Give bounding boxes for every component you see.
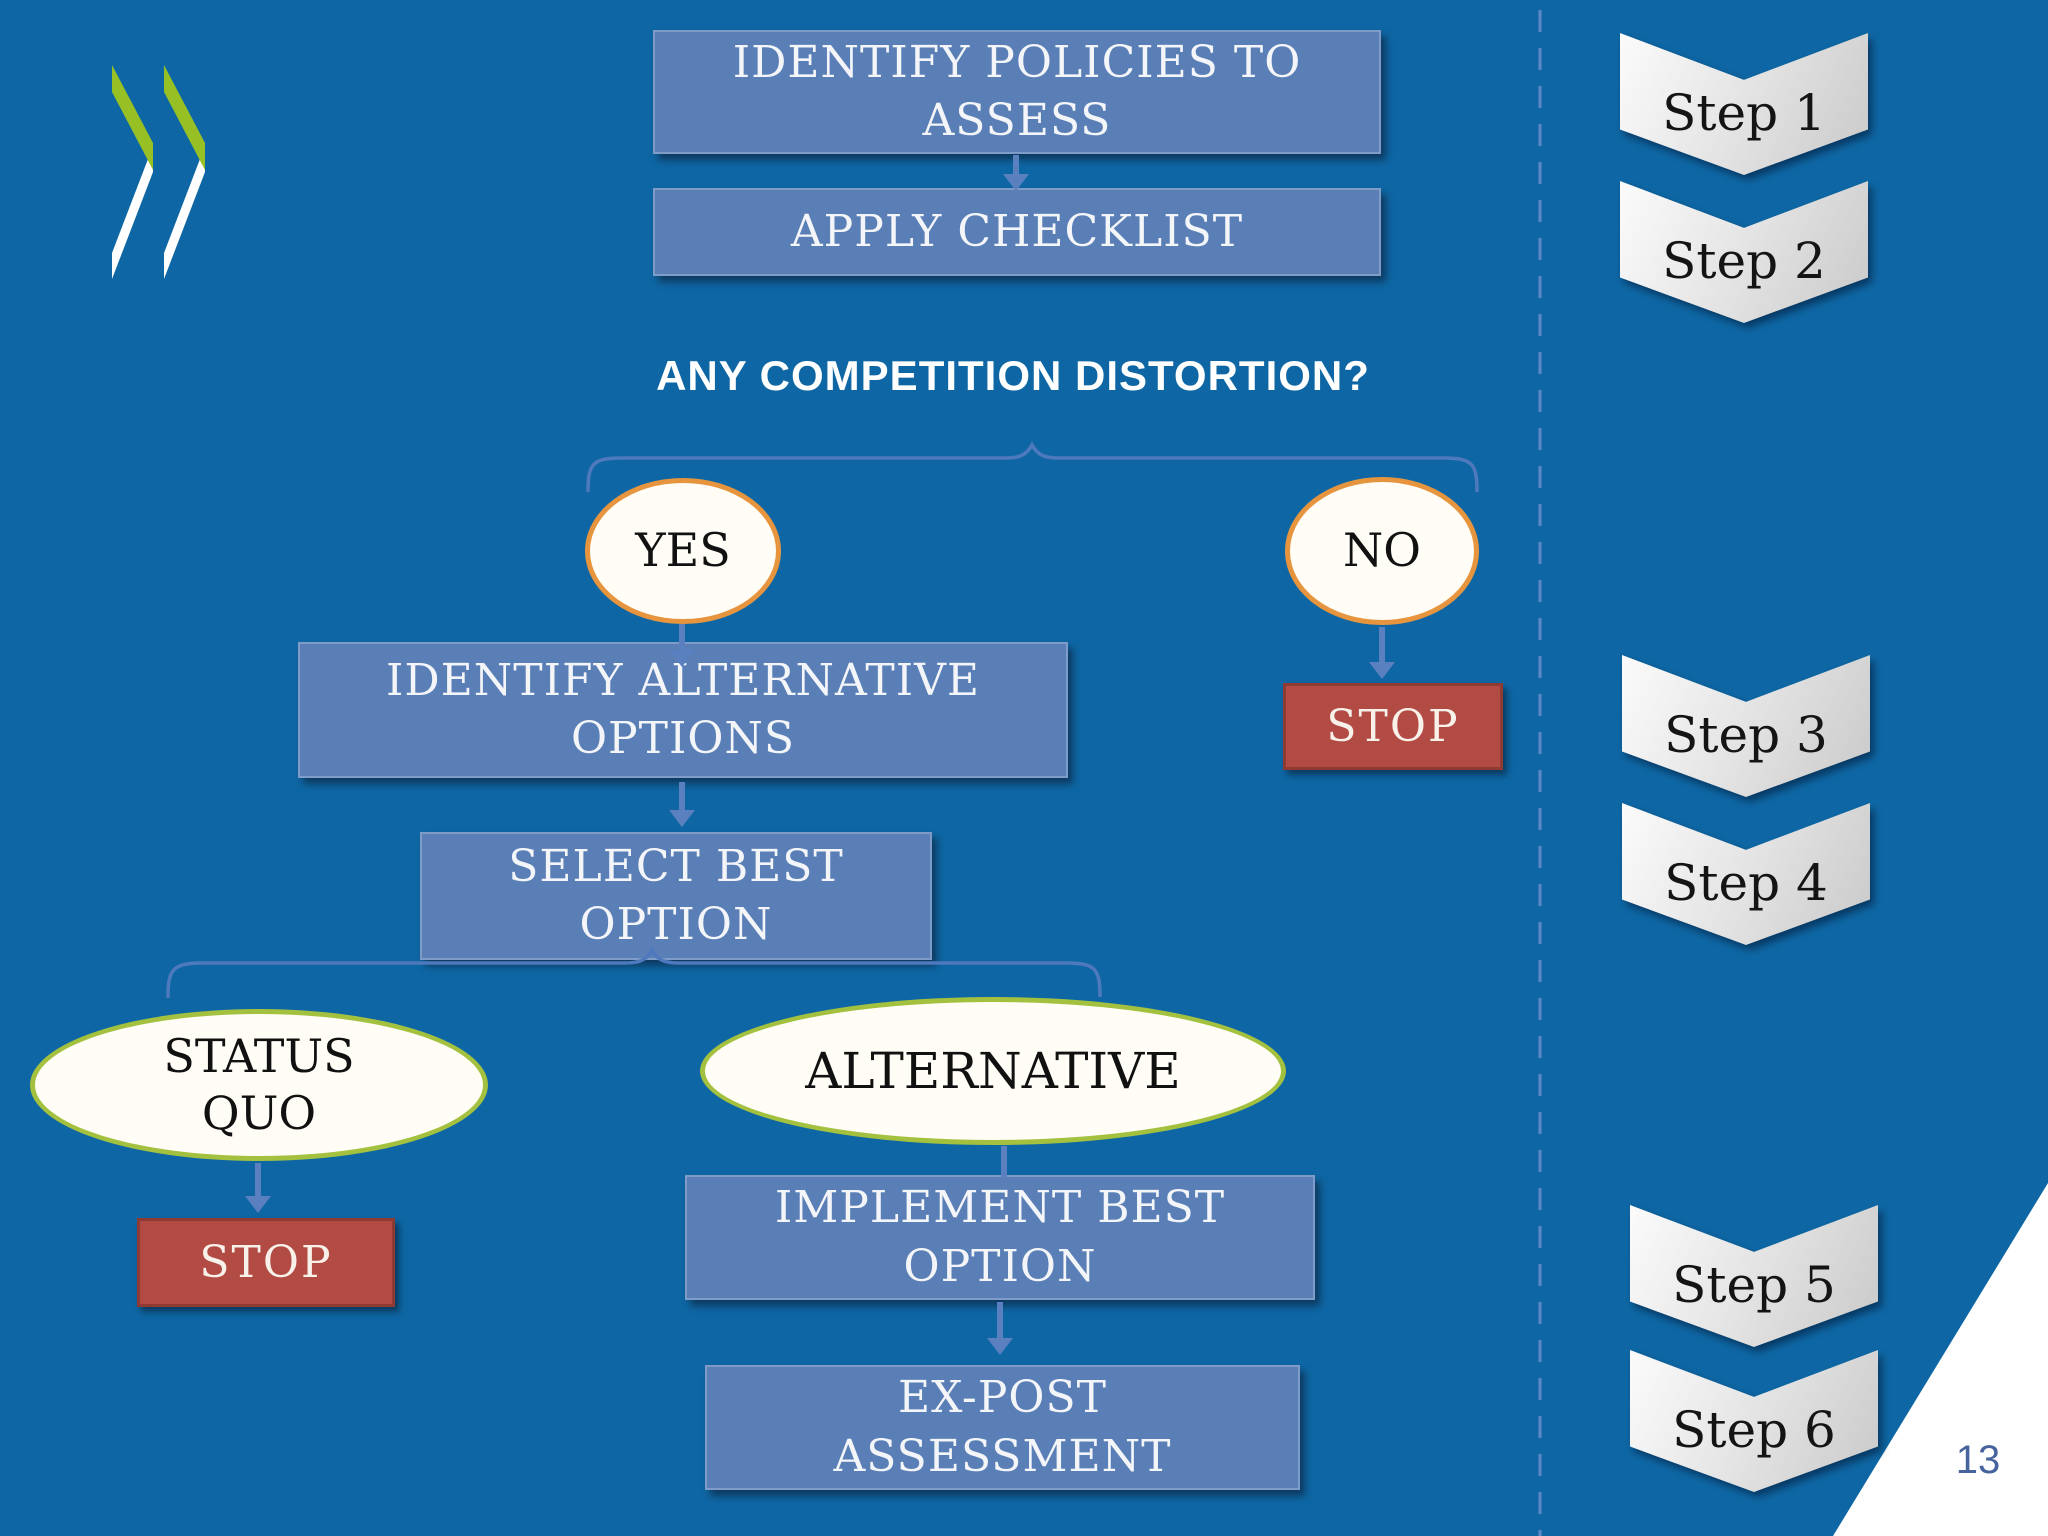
flow-box-label: IDENTIFY POLICIES TO bbox=[732, 36, 1302, 88]
question-title: ANY COMPETITION DISTORTION? bbox=[656, 352, 1370, 399]
step-label: Step 4 bbox=[1664, 854, 1828, 913]
chevron-shape: Step 6 bbox=[1630, 1350, 1878, 1492]
flow-box-apply-checklist: APPLY CHECKLIST bbox=[653, 188, 1381, 276]
decision-ellipse-yes: YES bbox=[585, 478, 781, 624]
decision-label: ALTERNATIVE bbox=[805, 1041, 1181, 1100]
flow-box-select-best-option: SELECT BEST OPTION bbox=[420, 832, 932, 960]
flow-box-label: OPTIONS bbox=[570, 713, 796, 764]
step-chevron-4: Step 4 bbox=[1622, 803, 1870, 945]
flow-box-label: IDENTIFY ALTERNATIVE bbox=[385, 654, 981, 706]
flow-box-implement-best-option: IMPLEMENT BEST OPTION bbox=[685, 1175, 1315, 1300]
stop-box-no-branch: STOP bbox=[1283, 683, 1503, 770]
step-label: Step 3 bbox=[1664, 706, 1828, 765]
step-chevron-1: Step 1 bbox=[1620, 33, 1868, 175]
chevron-shape: Step 1 bbox=[1620, 33, 1868, 175]
decision-label: YES bbox=[635, 523, 731, 578]
chevron-shape: Step 3 bbox=[1622, 655, 1870, 797]
step-chevron-6: Step 6 bbox=[1630, 1350, 1878, 1492]
decision-label: QUO bbox=[201, 1086, 317, 1140]
flow-box-ex-post-assessment: EX-POST ASSESSMENT bbox=[705, 1365, 1300, 1490]
decision-ellipse-status-quo: STATUS QUO bbox=[30, 1009, 488, 1161]
stop-label: STOP bbox=[199, 1237, 333, 1288]
step-label: Step 5 bbox=[1672, 1256, 1836, 1315]
stop-label: STOP bbox=[1326, 701, 1460, 752]
step-label: Step 6 bbox=[1672, 1401, 1836, 1460]
step-label: Step 2 bbox=[1662, 232, 1826, 291]
flow-box-label: EX-POST bbox=[898, 1372, 1107, 1424]
flow-box-label: OPTION bbox=[903, 1240, 1097, 1292]
flow-box-label: SELECT BEST bbox=[508, 840, 844, 892]
chevron-shape: Step 5 bbox=[1630, 1205, 1878, 1347]
flow-box-identify-policies: IDENTIFY POLICIES TO ASSESS bbox=[653, 30, 1381, 154]
decision-label: STATUS bbox=[163, 1028, 355, 1083]
chevron-shape: Step 2 bbox=[1620, 181, 1868, 323]
chevron-shape: Step 4 bbox=[1622, 803, 1870, 945]
stop-box-status-quo-branch: STOP bbox=[137, 1218, 395, 1307]
page-number: 13 bbox=[1955, 1438, 2001, 1482]
flow-box-label: IMPLEMENT BEST bbox=[774, 1182, 1226, 1234]
step-chevron-3: Step 3 bbox=[1622, 655, 1870, 797]
flow-box-label: ASSESSMENT bbox=[833, 1430, 1172, 1482]
decision-label: NO bbox=[1343, 523, 1421, 578]
decision-ellipse-alternative: ALTERNATIVE bbox=[700, 997, 1286, 1145]
flow-box-identify-alternative: IDENTIFY ALTERNATIVE OPTIONS bbox=[298, 642, 1068, 778]
flow-box-label: OPTION bbox=[579, 899, 773, 950]
flow-box-label: APPLY CHECKLIST bbox=[790, 205, 1244, 257]
decision-ellipse-no: NO bbox=[1285, 477, 1479, 625]
oecd-chevrons-logo bbox=[112, 65, 205, 279]
step-chevron-2: Step 2 bbox=[1620, 181, 1868, 323]
flow-box-label: ASSESS bbox=[922, 95, 1112, 146]
step-label: Step 1 bbox=[1662, 84, 1826, 143]
step-chevron-5: Step 5 bbox=[1630, 1205, 1878, 1347]
